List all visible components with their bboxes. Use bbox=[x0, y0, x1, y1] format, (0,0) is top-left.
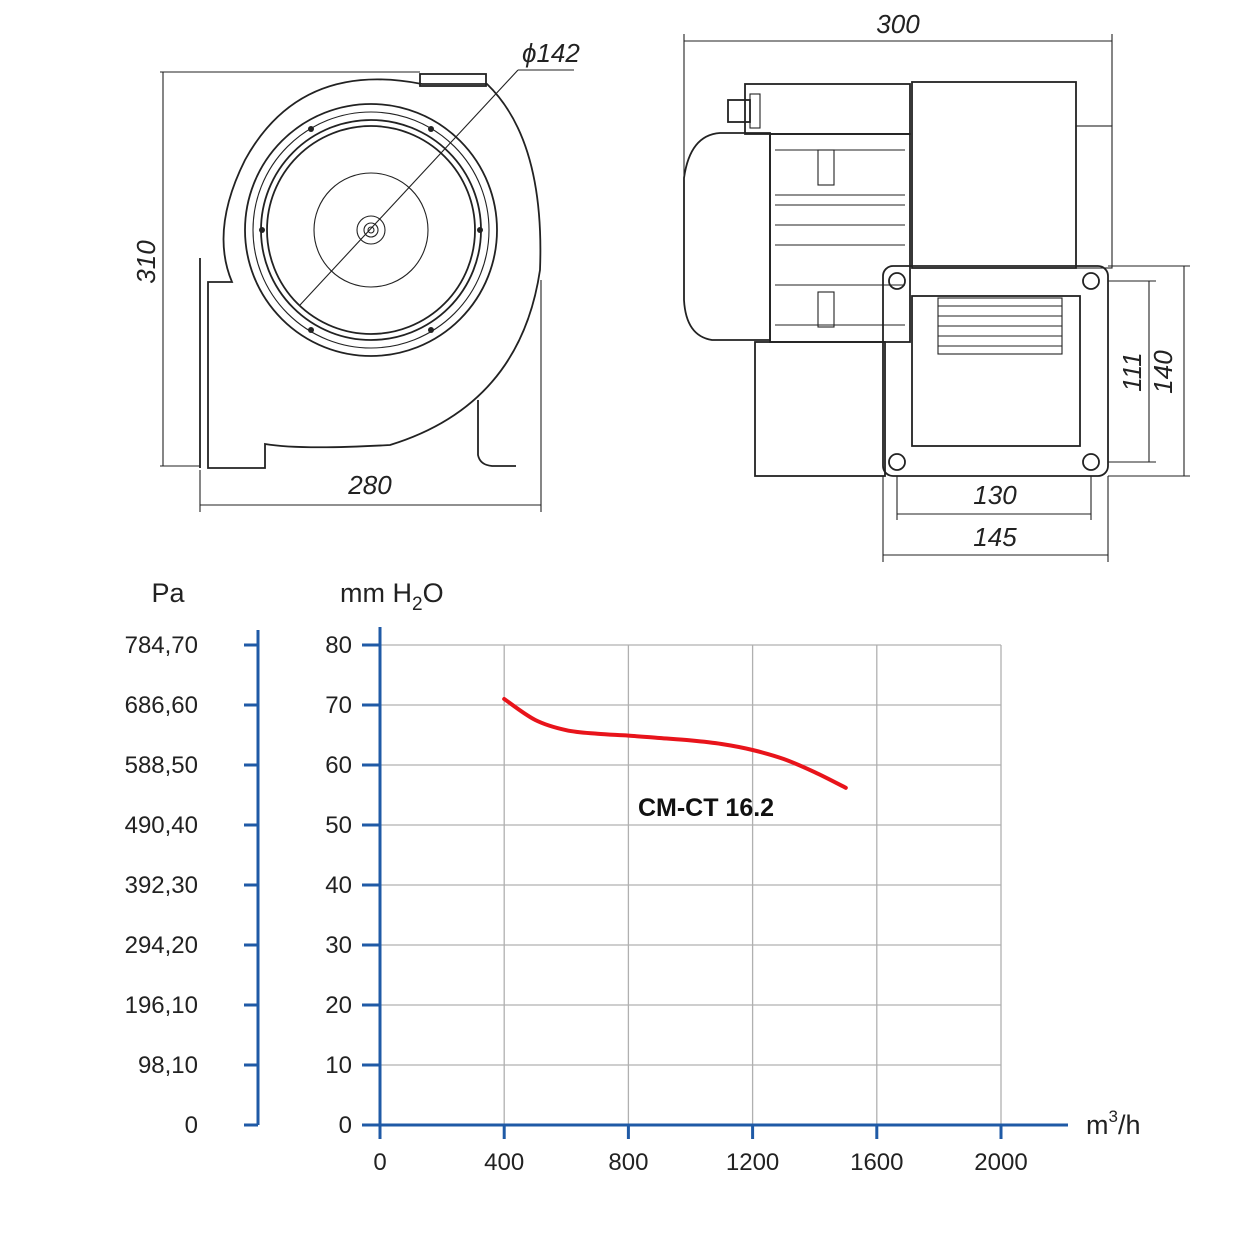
performance-chart: Pa mm H2O m3/h 01020304050607080098,1019… bbox=[125, 578, 1141, 1176]
x-tick-label: 1200 bbox=[726, 1149, 779, 1176]
dim-diameter: ϕ142 bbox=[522, 38, 580, 68]
pa-tick-label: 0 bbox=[185, 1112, 198, 1139]
x-tick-label: 800 bbox=[608, 1149, 648, 1176]
pa-tick-label: 196,10 bbox=[125, 992, 198, 1019]
dim-height-310: 310 bbox=[131, 240, 161, 284]
dim-130: 130 bbox=[973, 480, 1017, 510]
x-tick-label: 0 bbox=[373, 1149, 386, 1176]
x-axis-unit: m3/h bbox=[1086, 1107, 1141, 1140]
y-tick-label: 20 bbox=[325, 992, 352, 1019]
dim-width-300: 300 bbox=[876, 9, 920, 39]
y-tick-label: 60 bbox=[325, 752, 352, 779]
front-view-drawing bbox=[199, 69, 574, 469]
pa-tick-label: 686,60 bbox=[125, 692, 198, 719]
y-right-label-prefix: mm H bbox=[340, 578, 412, 608]
dim-140: 140 bbox=[1148, 350, 1178, 394]
y-tick-label: 50 bbox=[325, 812, 352, 839]
y-tick-label: 30 bbox=[325, 932, 352, 959]
y-right-label-sub: 2 bbox=[412, 594, 423, 615]
y-tick-label: 0 bbox=[339, 1112, 352, 1139]
series-label: CM-CT 16.2 bbox=[638, 794, 774, 822]
x-unit-rest: /h bbox=[1118, 1110, 1141, 1140]
series-line bbox=[502, 697, 848, 790]
front-view-dimensions: ϕ142 310 280 bbox=[131, 38, 580, 512]
pa-tick-label: 294,20 bbox=[125, 932, 198, 959]
side-view-drawing bbox=[683, 81, 1113, 477]
y-right-axis-label: mm H2O bbox=[340, 578, 444, 615]
chart-axes bbox=[244, 627, 1068, 1139]
y-right-label-suffix: O bbox=[423, 578, 444, 608]
chart-tick-labels: 01020304050607080098,10196,10294,20392,3… bbox=[125, 632, 1028, 1176]
dim-111: 111 bbox=[1117, 352, 1147, 392]
y-tick-label: 80 bbox=[325, 632, 352, 659]
x-unit-base: m bbox=[1086, 1110, 1109, 1140]
x-tick-label: 1600 bbox=[850, 1149, 903, 1176]
y-tick-label: 70 bbox=[325, 692, 352, 719]
pa-tick-label: 588,50 bbox=[125, 752, 198, 779]
x-unit-exp: 3 bbox=[1109, 1107, 1118, 1126]
x-tick-label: 400 bbox=[484, 1149, 524, 1176]
pa-tick-label: 392,30 bbox=[125, 872, 198, 899]
dim-145: 145 bbox=[973, 522, 1017, 552]
side-view-dimensions: 300 130 145 111 140 bbox=[683, 9, 1190, 562]
x-tick-label: 2000 bbox=[974, 1149, 1027, 1176]
pa-tick-label: 784,70 bbox=[125, 632, 198, 659]
chart-grid bbox=[380, 644, 1002, 1125]
y-tick-label: 10 bbox=[325, 1052, 352, 1079]
pa-tick-label: 98,10 bbox=[138, 1052, 198, 1079]
y-tick-label: 40 bbox=[325, 872, 352, 899]
dim-width-280: 280 bbox=[347, 470, 392, 500]
y-left-axis-label: Pa bbox=[151, 578, 185, 608]
pa-tick-label: 490,40 bbox=[125, 812, 198, 839]
chart-series: CM-CT 16.2 bbox=[502, 697, 848, 822]
